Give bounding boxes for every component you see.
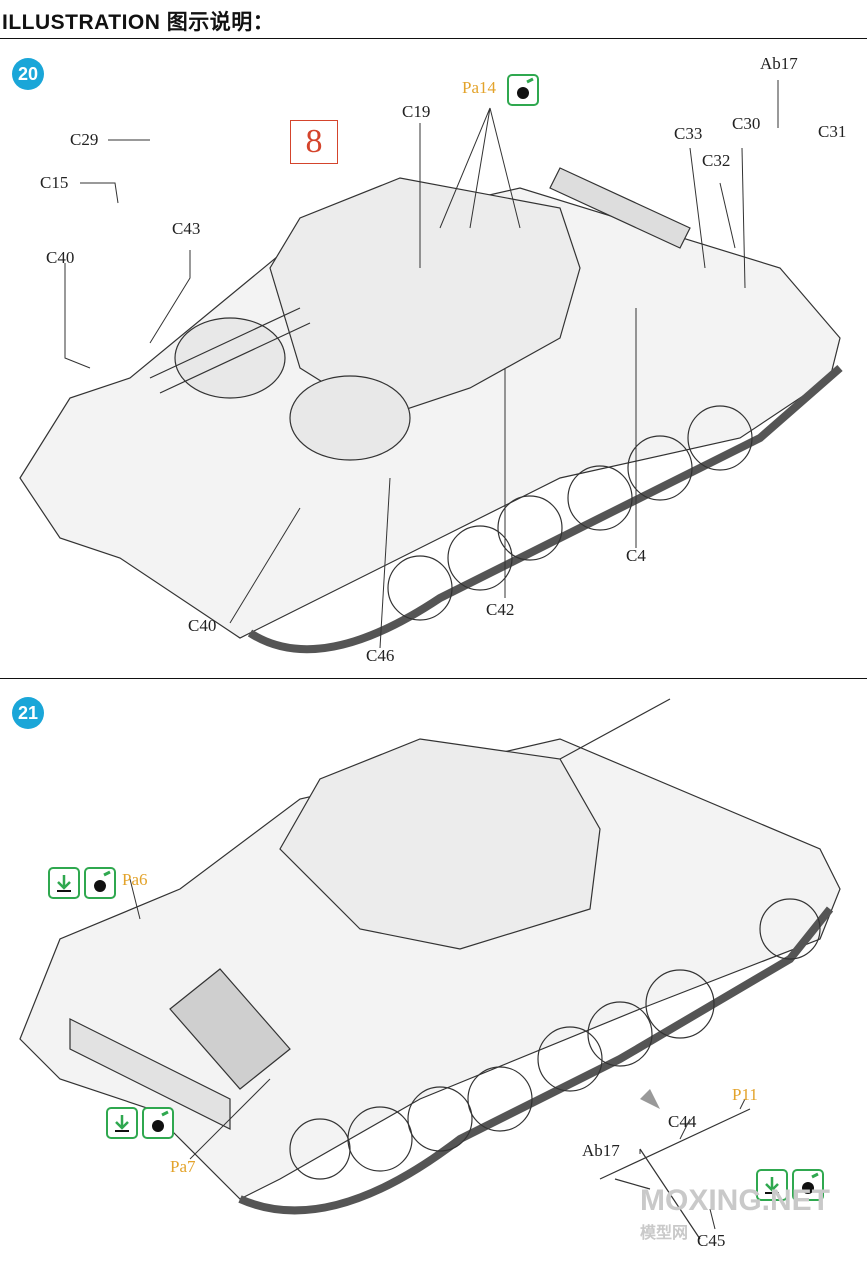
step-20-drawing xyxy=(19,80,843,654)
paint-drop-icon xyxy=(792,1169,824,1201)
part-label-c4: C4 xyxy=(626,546,646,565)
optional-arrow-icon xyxy=(756,1169,788,1201)
part-label-c42: C42 xyxy=(486,600,515,619)
part-label-p11: P11 xyxy=(732,1085,758,1104)
part-label-c43: C43 xyxy=(172,219,201,238)
part-label-c46: C46 xyxy=(366,646,395,665)
part-label-pa14: Pa14 xyxy=(462,78,496,97)
part-label-ab17: Ab17 xyxy=(760,54,798,73)
paint-drop-icon xyxy=(142,1107,174,1139)
paint-drop-icon xyxy=(507,74,539,106)
part-label-c45: C45 xyxy=(697,1231,726,1250)
watermark-sub: 模型网 xyxy=(640,1225,689,1242)
optional-arrow-icon xyxy=(106,1107,138,1139)
step-20-badge: 20 xyxy=(12,58,44,90)
part-label-c30: C30 xyxy=(732,114,761,133)
part-label-c32: C32 xyxy=(702,151,731,170)
page-header: ILLUSTRATION 图示说明： xyxy=(0,0,867,38)
optional-arrow-icon xyxy=(48,867,80,899)
part-label-c40-bottom: C40 xyxy=(188,616,217,635)
reference-box-8: 8 xyxy=(290,120,338,164)
step-21-drawing xyxy=(19,698,841,1240)
part-label-c19: C19 xyxy=(402,102,431,121)
part-label-c31: C31 xyxy=(818,122,847,141)
step-21-badge: 21 xyxy=(12,697,44,729)
part-label-ab17-step21: Ab17 xyxy=(582,1141,620,1160)
part-label-c29: C29 xyxy=(70,130,99,149)
step-21-panel: 21 xyxy=(0,679,867,1276)
step-divider xyxy=(0,678,867,679)
part-label-c44: C44 xyxy=(668,1112,697,1131)
step-20-panel: 20 8 xyxy=(0,38,867,678)
page-title: ILLUSTRATION 图示说明： xyxy=(2,11,275,34)
part-label-c15: C15 xyxy=(40,173,69,192)
part-label-c40-top: C40 xyxy=(46,248,75,267)
header-divider xyxy=(0,38,867,39)
part-label-pa6: Pa6 xyxy=(122,870,148,889)
paint-drop-icon xyxy=(84,867,116,899)
watermark: MOXING.NET xyxy=(640,1184,831,1217)
part-label-c33: C33 xyxy=(674,124,703,143)
part-label-pa7: Pa7 xyxy=(170,1157,196,1176)
